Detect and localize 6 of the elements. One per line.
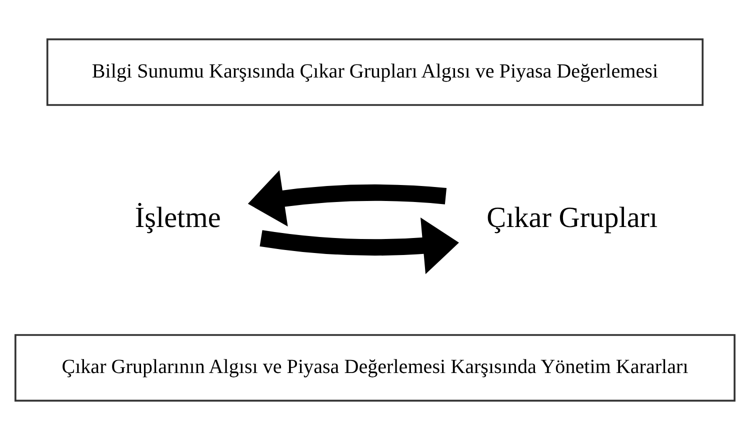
node-text: Çıkar Grupları <box>486 201 658 234</box>
node-box: Çıkar Gruplarının Algısı ve Piyasa Değerlemesi Karşısında Yönetim Kararları <box>14 334 736 402</box>
node-text: İşletme <box>134 201 221 234</box>
node-box: Bilgi Sunumu Karşısında Çıkar Grupları Algısı ve Piyasa Değerlemesi <box>46 38 704 106</box>
arrow <box>248 170 446 226</box>
arrow <box>260 217 459 274</box>
